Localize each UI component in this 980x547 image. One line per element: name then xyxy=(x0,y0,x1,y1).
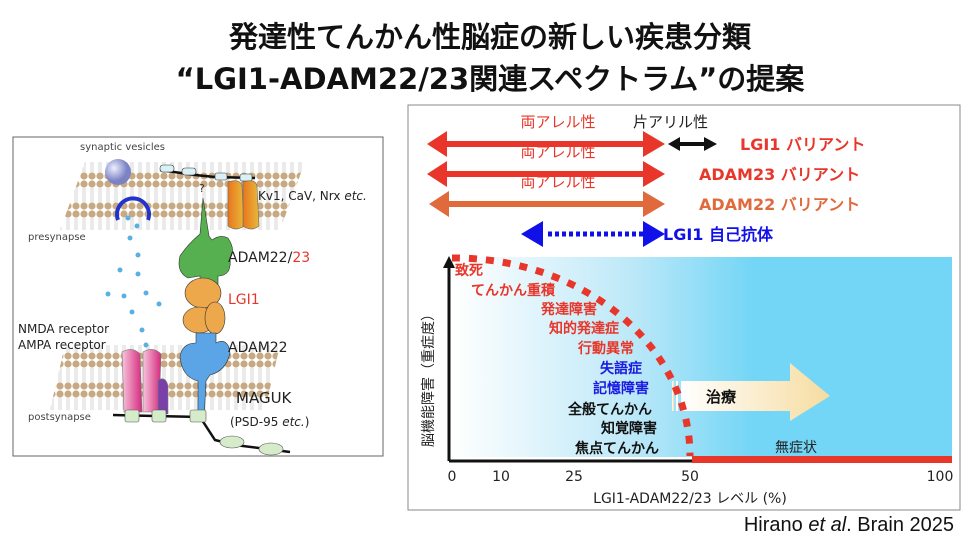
neurotransmitters xyxy=(105,215,162,348)
channels-label: Kv1, CaV, Nrx etc. xyxy=(258,189,367,203)
biallelic-label-2: 両アレル性 xyxy=(520,143,595,161)
glutamate-receptor xyxy=(121,349,169,415)
ampa-receptor-label: AMPA receptor xyxy=(18,338,106,352)
citation-etal: et al xyxy=(808,514,847,536)
adam23-variant-label: ADAM23 バリアント xyxy=(699,165,860,184)
adam23-variant-arrow xyxy=(427,161,665,187)
severity-background xyxy=(452,257,952,457)
x-tick-label: 10 xyxy=(492,469,510,485)
symptom-label: 焦点てんかん xyxy=(574,440,659,457)
postsynaptic-scaffold xyxy=(112,413,291,454)
synaptic-vesicles-label: synaptic vesicles xyxy=(80,142,165,153)
slide-title-line-1: 発達性てんかん性脳症の新しい疾患分類 xyxy=(228,20,751,54)
treatment-label: 治療 xyxy=(706,388,737,406)
ion-channel xyxy=(227,180,260,230)
citation-author: Hirano xyxy=(743,514,809,536)
slide-title-line-2: “LGI1-ADAM22/23関連スペクトラム”の提案 xyxy=(175,62,805,96)
citation-journal: . Brain 2025 xyxy=(846,514,954,536)
nmda-receptor-label: NMDA receptor xyxy=(18,322,109,336)
presynaptic-scaffold xyxy=(159,168,256,180)
adam22-variant-label: ADAM22 バリアント xyxy=(699,195,860,214)
symptom-label: 発達障害 xyxy=(540,301,597,318)
presynapse-label: presynapse xyxy=(28,232,86,243)
lgi1-autoantibody-arrow xyxy=(521,221,665,247)
symptom-label: てんかん重積 xyxy=(471,282,556,299)
x-axis-label: LGI1-ADAM22/23 レベル (%) xyxy=(593,491,787,507)
treatment-arrow xyxy=(672,363,830,421)
severity-curve xyxy=(451,254,694,457)
synaptic-vesicle xyxy=(105,159,131,185)
x-tick-label: 100 xyxy=(927,469,954,485)
x-tick-label: 50 xyxy=(681,469,699,485)
symptom-label: 記憶障害 xyxy=(593,380,649,397)
fusing-vesicle xyxy=(115,196,151,221)
asymptomatic-label: 無症状 xyxy=(775,440,817,456)
symptom-label: 全般てんかん xyxy=(567,401,652,418)
symptom-label: 知的発達症 xyxy=(549,320,619,337)
symptom-label: 致死 xyxy=(455,262,483,279)
symptom-label: 知覚障害 xyxy=(601,420,657,437)
lgi1-label: LGI1 xyxy=(228,292,260,308)
maguk-domains xyxy=(124,409,284,456)
symptom-label: 行動異常 xyxy=(577,340,634,357)
adam22-protein xyxy=(179,332,231,422)
synapse-diagram: synaptic vesicles presynapse postsynapse… xyxy=(12,136,384,457)
maguk-label: MAGUK xyxy=(236,389,293,407)
lgi1-variant-arrow xyxy=(427,131,665,157)
y-axis-arrowhead xyxy=(443,256,455,268)
lgi1-protein xyxy=(182,277,226,335)
adam22-variant-arrow xyxy=(429,191,665,217)
y-axis-label: 脳機能障害（重症度） xyxy=(421,307,437,447)
asymptomatic-line xyxy=(692,456,952,463)
x-tick-label: 25 xyxy=(565,469,583,485)
lgi1-variant-label: LGI1 バリアント xyxy=(740,135,865,154)
monoallelic-arrow xyxy=(668,137,717,151)
monoallelic-label: 片アリル性 xyxy=(633,113,708,131)
citation: Hirano et al. Brain 2025 xyxy=(744,514,954,537)
adam22-23-label: ADAM22/23 xyxy=(228,250,310,266)
adam22-label: ADAM22 xyxy=(228,340,288,356)
postsynapse-label: postsynapse xyxy=(28,412,91,423)
biallelic-label-1: 両アレル性 xyxy=(520,113,595,131)
unknown-link-mark: ? xyxy=(199,182,205,195)
lgi1-autoantibody-label: LGI1 自己抗体 xyxy=(663,225,774,244)
biallelic-label-3: 両アレル性 xyxy=(520,173,595,191)
psd95-label: (PSD-95 etc.) xyxy=(230,415,309,429)
spectrum-diagram: 両アレル性 両アレル性 両アレル性 片アリル性 LGI1 バリアント ADAM2… xyxy=(407,104,961,511)
adam22-23-protein xyxy=(178,197,233,292)
x-tick-label: 0 xyxy=(448,469,457,485)
symptom-label: 失語症 xyxy=(600,360,642,377)
